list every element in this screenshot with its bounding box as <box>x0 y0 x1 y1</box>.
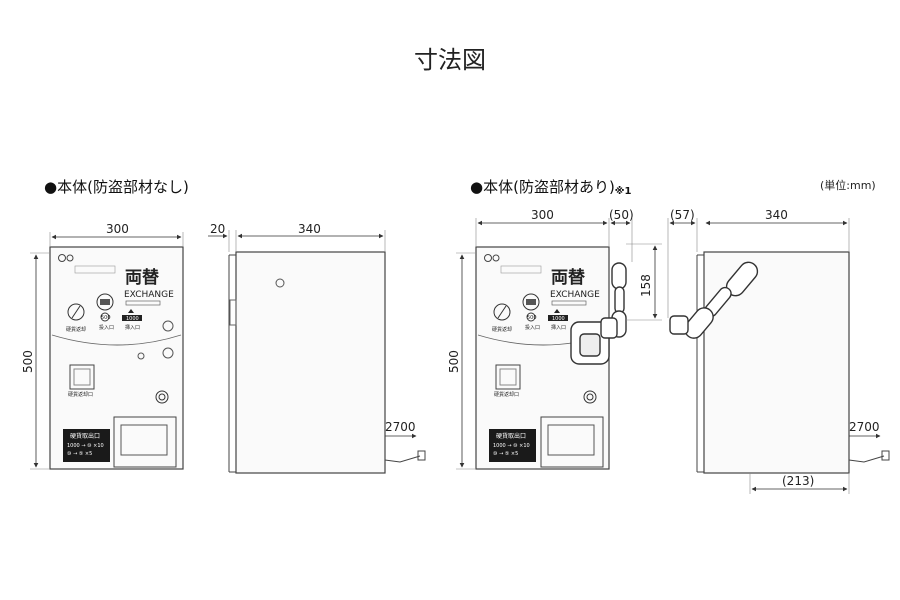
guard-dim-50: (50) <box>609 208 634 222</box>
side-hinge <box>229 299 237 326</box>
coin-return-exit-label: 硬貨返却口 <box>68 391 93 398</box>
coin-tray-guard <box>540 416 604 468</box>
section-heading-with-guard-text: ●本体(防盗部材あり) <box>470 178 615 196</box>
side-body-outline <box>235 251 386 474</box>
front-panel-curve <box>51 334 182 346</box>
width-dim-300: 300 <box>106 222 129 236</box>
side-dimensions-no-guard: 20 340 2700 <box>208 222 417 439</box>
coin-tray <box>113 416 177 468</box>
machine-title-kanji: 両替 <box>125 267 160 288</box>
anti-theft-chain-front <box>570 262 627 365</box>
front-screw-icon <box>137 352 145 360</box>
guard-dim-213: (213) <box>782 474 814 488</box>
bill-arrow-icon-guard <box>554 309 560 313</box>
guard-dim-158: 158 <box>639 274 653 297</box>
coin-exit-panel <box>63 429 110 462</box>
front-view-with-guard: 両替 EXCHANGE 硬貨返却 500 投入口 1000 挿入口 硬貨返却口 … <box>475 246 627 470</box>
bill-slot-label-guard: 挿入口 <box>551 324 566 331</box>
height-dim-500-guard: 500 <box>447 350 461 373</box>
height-dim-500: 500 <box>21 350 35 373</box>
info-plate <box>74 265 116 274</box>
coin-return-label-guard: 硬貨返却 <box>492 326 512 333</box>
key-icon <box>66 254 74 262</box>
coin-exit-row-2-guard: ⑩ → ⑤ ×5 <box>493 451 518 457</box>
coin-exit-title-guard: 硬貨取出口 <box>496 432 526 440</box>
power-cable-guard <box>848 455 885 463</box>
page-title: 寸法図 <box>414 46 486 74</box>
depth-dim-340: 340 <box>298 222 321 236</box>
side-view-no-guard <box>228 251 426 474</box>
machine-title-en-guard: EXCHANGE <box>550 290 600 300</box>
guard-dim-57: (57) <box>670 208 695 222</box>
front-button-1 <box>162 320 174 332</box>
bill-slot-value: 1000 <box>126 316 139 322</box>
key-icon-guard <box>492 254 500 262</box>
anti-theft-chain-side <box>669 261 759 339</box>
width-dim-300-guard: 300 <box>531 208 554 222</box>
front-view-no-guard: 両替 EXCHANGE 硬貨返却 500 投入口 1000 挿入口 硬貨返却口 … <box>49 246 184 470</box>
power-cable <box>384 455 421 463</box>
coin-500-badge <box>100 312 110 322</box>
coin-slot-label-guard: 投入口 <box>525 324 540 331</box>
machine-title-en: EXCHANGE <box>124 290 174 300</box>
coin-return-window <box>69 364 95 390</box>
section-heading-with-guard: ●本体(防盗部材あり)※1 <box>470 176 631 197</box>
bill-arrow-icon <box>128 309 134 313</box>
frame-dim-20: 20 <box>210 222 225 236</box>
return-knob-icon-guard <box>493 303 511 321</box>
coin-return-exit-label-guard: 硬貨返却口 <box>494 391 519 398</box>
keyhole-icon <box>155 390 169 404</box>
side-hole-icon <box>275 278 285 288</box>
return-knob-lever <box>71 305 81 319</box>
side-view-with-guard <box>669 251 890 474</box>
coin-slot-icon-guard <box>522 293 540 311</box>
coin-slot-opening <box>100 299 110 305</box>
unit-note: (単位:mm) <box>820 179 876 192</box>
coin-exit-row-1-guard: 1000 → ⑩ ×10 <box>493 443 530 449</box>
bill-slot <box>122 315 142 321</box>
bill-slot-label: 挿入口 <box>125 324 140 331</box>
front-dimensions-no-guard: 300 500 <box>21 222 184 470</box>
bill-guide <box>125 300 161 306</box>
return-knob-icon <box>67 303 85 321</box>
cable-dim-2700-guard: 2700 <box>849 420 880 434</box>
keyhole-icon-guard <box>583 390 597 404</box>
bill-slot-value-guard: 1000 <box>552 316 565 322</box>
power-plug-icon-guard <box>881 450 890 461</box>
coin-exit-row-2: ⑩ → ⑤ ×5 <box>67 451 92 457</box>
front-dimensions-with-guard: 300 (50) 500 158 <box>447 208 662 470</box>
keyhole-inner-icon <box>158 393 166 401</box>
coin-tray-inner <box>120 424 168 456</box>
coin-slot-value: 500 <box>101 315 111 321</box>
side-dimensions-with-guard: (57) 340 2700 (213) <box>667 208 881 494</box>
coin-exit-row-1: 1000 → ⑩ ×10 <box>67 443 104 449</box>
coin-return-label: 硬貨返却 <box>66 326 86 333</box>
coin-slot-label: 投入口 <box>99 324 114 331</box>
lock-icon-guard <box>484 254 492 262</box>
lock-icon <box>58 254 66 262</box>
coin-slot-icon <box>96 293 114 311</box>
coin-slot-value-guard: 500 <box>527 315 537 321</box>
machine-title-kanji-guard: 両替 <box>551 267 586 288</box>
front-button-2 <box>162 347 174 359</box>
coin-return-window-inner <box>73 368 91 386</box>
coin-exit-panel-guard <box>489 429 536 462</box>
footnote-mark: ※1 <box>614 186 632 197</box>
coin-exit-title: 硬貨取出口 <box>70 432 100 440</box>
depth-dim-340-guard: 340 <box>765 208 788 222</box>
section-heading-without-guard: ●本体(防盗部材なし) <box>44 178 189 196</box>
power-plug-icon <box>417 450 426 461</box>
cable-dim-2700: 2700 <box>385 420 416 434</box>
